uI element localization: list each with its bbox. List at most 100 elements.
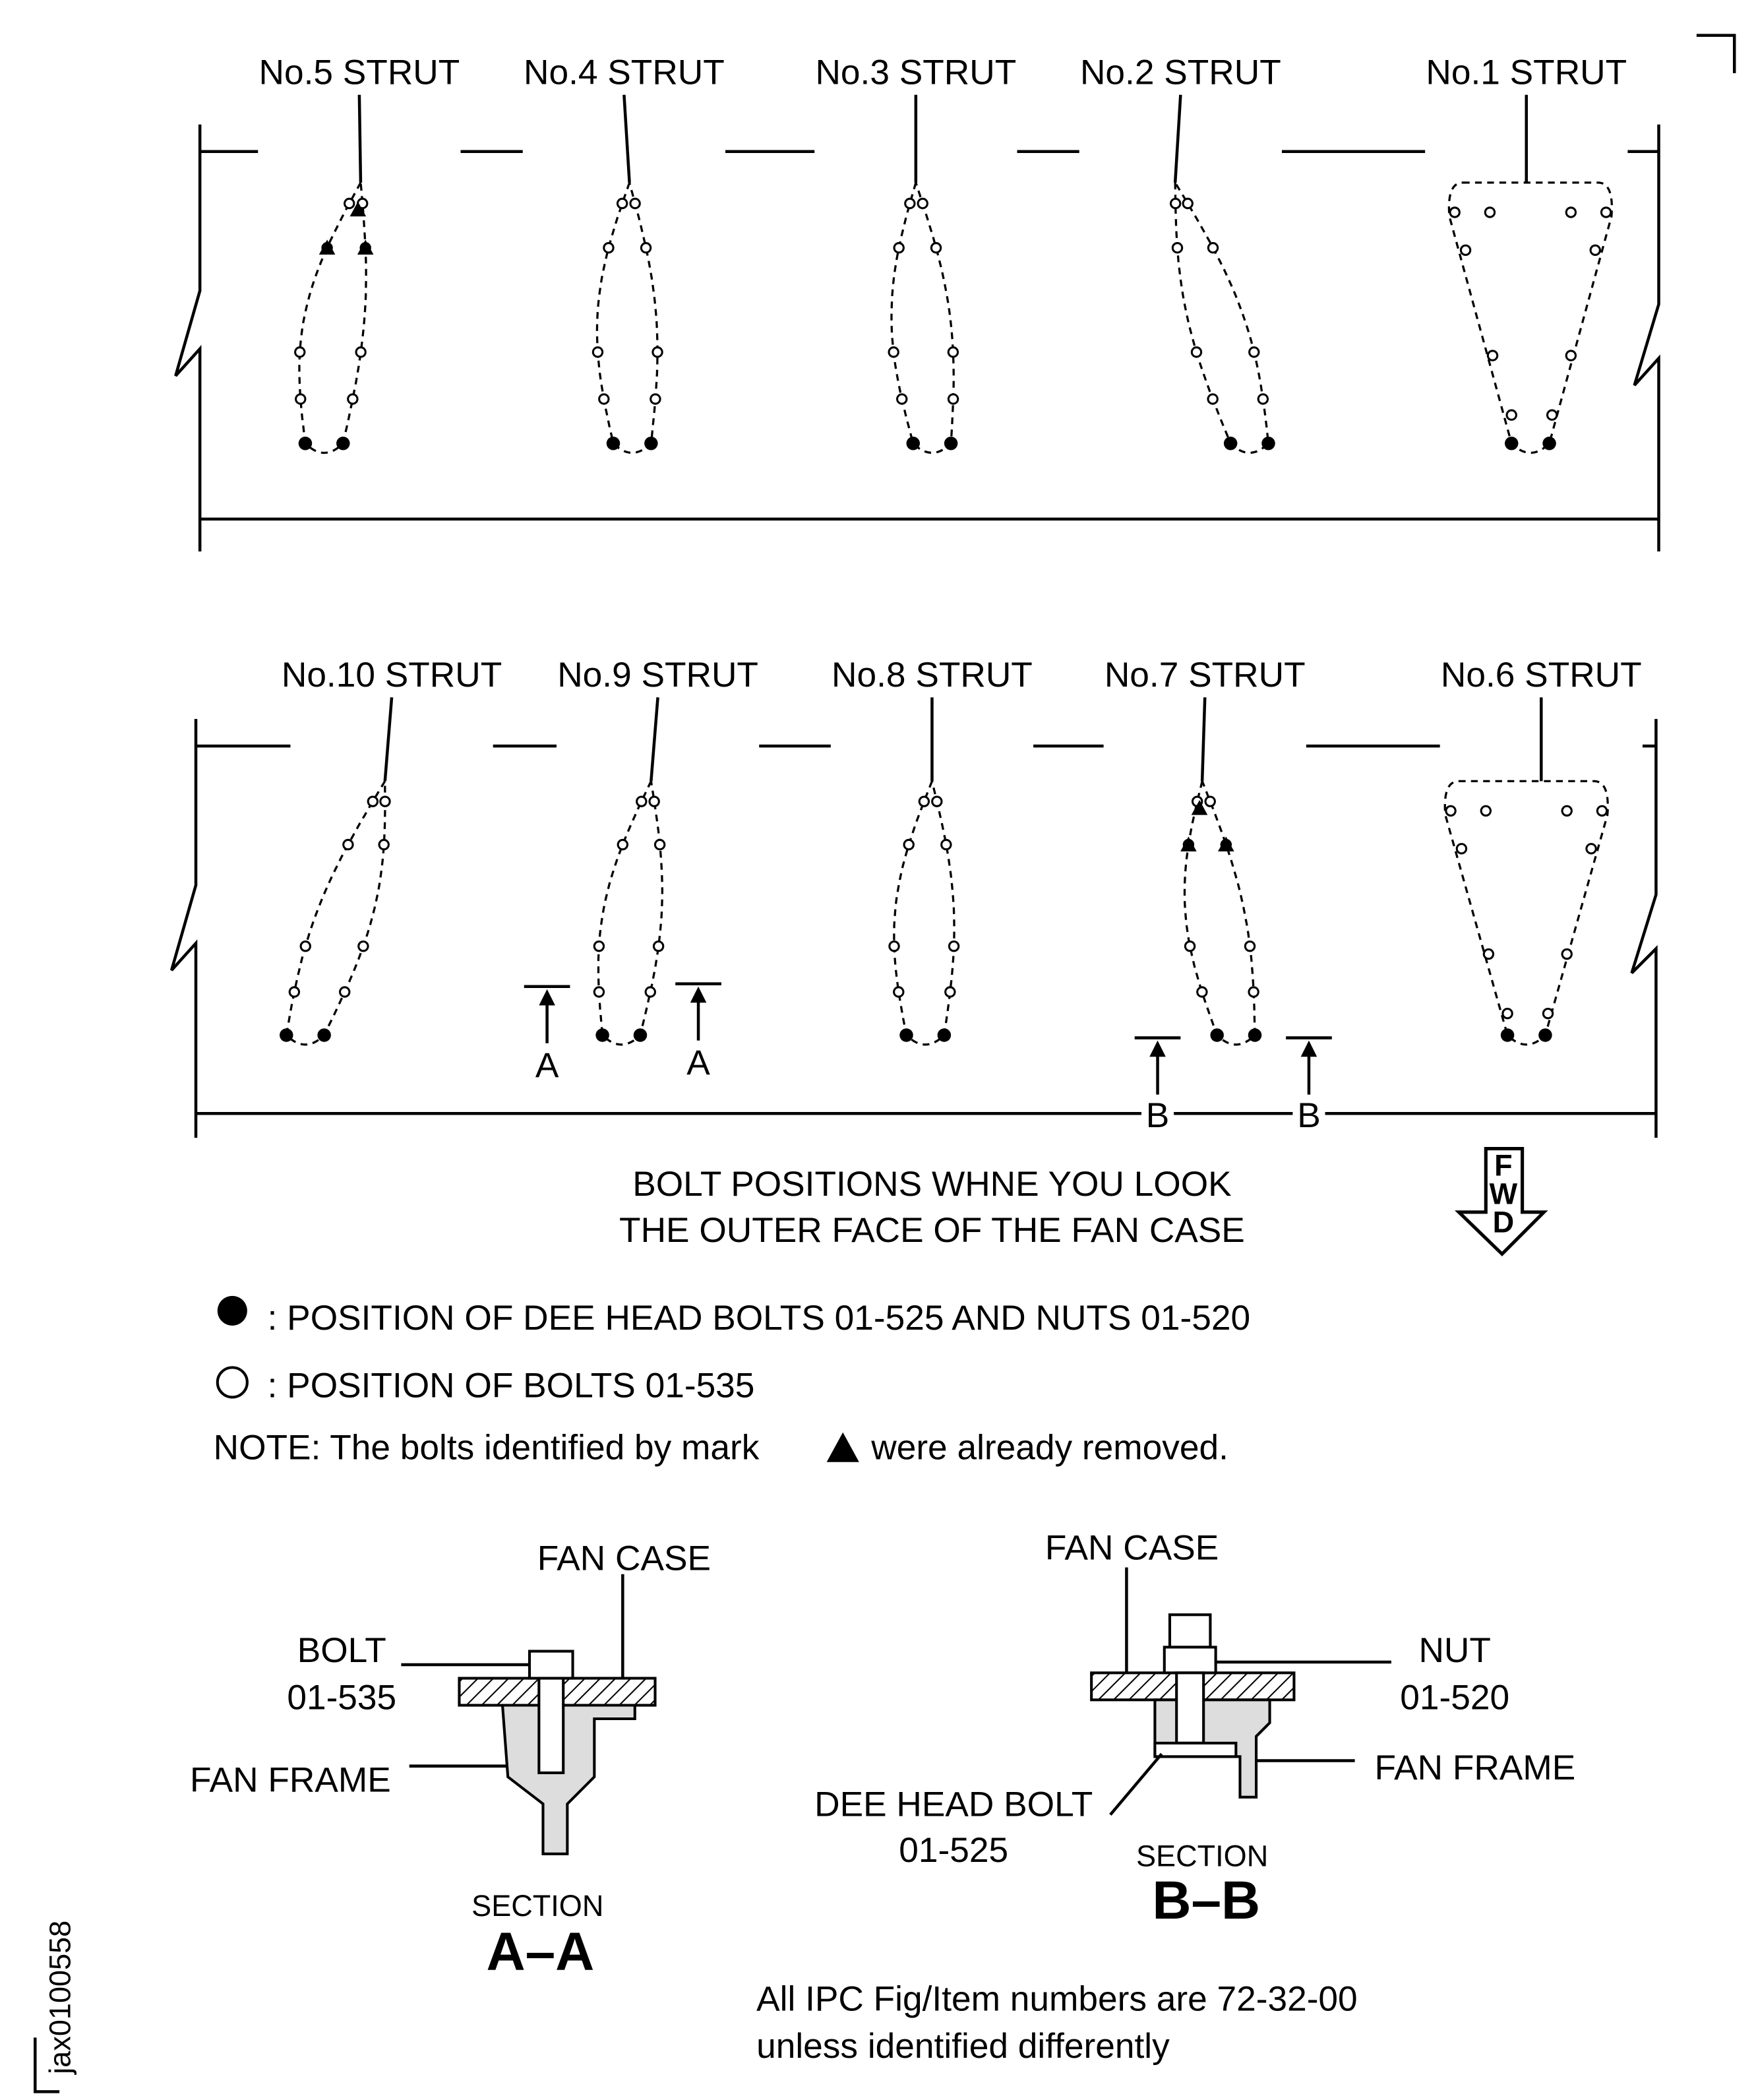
filled-circle-icon — [217, 1295, 247, 1326]
open-bolt-icon — [299, 940, 311, 952]
open-bolt-icon — [893, 986, 905, 998]
legend-filled: : POSITION OF DEE HEAD BOLTS 01-525 AND … — [268, 1299, 1250, 1338]
svg-text:W: W — [1490, 1177, 1518, 1211]
open-circle-icon — [216, 1366, 249, 1399]
section-mark-a-right: A — [675, 982, 721, 1082]
open-bolt-icon — [904, 197, 916, 210]
open-bolt-icon — [598, 393, 610, 405]
strut-label: No.8 STRUT — [832, 656, 1033, 695]
open-bolt-icon — [931, 795, 943, 807]
open-bolt-icon — [1561, 948, 1573, 960]
open-bolt-icon — [1542, 1007, 1554, 1020]
open-bolt-icon — [1445, 805, 1457, 817]
svg-text:B: B — [1297, 1096, 1321, 1135]
open-bolt-icon — [288, 986, 301, 998]
filled-bolt-icon — [595, 1028, 609, 1042]
filled-bolt-icon — [280, 1028, 293, 1042]
caption-line-1: BOLT POSITIONS WHNE YOU LOOK — [632, 1165, 1231, 1204]
bb-section-label: SECTION — [1136, 1839, 1268, 1872]
open-bolt-icon — [947, 346, 959, 358]
filled-bolt-icon — [1210, 1028, 1224, 1042]
footer-line-2: unless identified differently — [756, 2027, 1170, 2066]
open-bolt-icon — [1480, 805, 1492, 817]
open-bolt-icon — [917, 197, 928, 210]
strut-label: No.2 STRUT — [1080, 53, 1281, 92]
note-suffix: were already removed. — [870, 1429, 1228, 1467]
bottom-row-frame — [169, 719, 1658, 1138]
section-aa-drawing — [401, 1574, 657, 1855]
strut-label: No.7 STRUT — [1105, 656, 1306, 695]
svg-text:F: F — [1494, 1149, 1513, 1183]
open-bolt-icon — [940, 838, 952, 851]
svg-text:D: D — [1493, 1206, 1515, 1239]
bb-nut-label: NUT — [1418, 1631, 1490, 1670]
section-mark-a-left: A — [524, 985, 570, 1085]
open-bolt-icon — [1196, 986, 1208, 998]
open-bolt-icon — [653, 838, 666, 851]
open-bolt-icon — [342, 838, 354, 851]
filled-bolt-icon — [1500, 1028, 1515, 1042]
removed-bolt-triangle-icon — [318, 239, 336, 255]
filled-bolt-icon — [644, 436, 658, 450]
filled-bolt-icon — [633, 1028, 648, 1042]
strut-no-1-strut: No.1 STRUT — [1425, 53, 1628, 454]
strut-label: No.3 STRUT — [815, 53, 1016, 92]
strut-no-6-strut: No.6 STRUT — [1439, 656, 1643, 1046]
fwd-arrow-icon: F W D — [1455, 1146, 1548, 1256]
filled-bolt-icon — [1542, 436, 1556, 450]
removed-bolt-triangle-icon — [1180, 836, 1197, 851]
open-bolt-icon — [357, 940, 369, 952]
open-bolt-icon — [888, 940, 900, 952]
filled-bolt-icon — [1538, 1028, 1552, 1042]
legend-open: : POSITION OF BOLTS 01-535 — [268, 1366, 755, 1405]
open-bolt-icon — [1486, 350, 1499, 361]
footer-line-1: All IPC Fig/Item numbers are 72-32-00 — [756, 1979, 1358, 2018]
open-bolt-icon — [1596, 805, 1608, 817]
open-bolt-icon — [1169, 197, 1182, 210]
removed-bolt-triangle-icon — [349, 201, 367, 217]
aa-bolt-label: BOLT — [297, 1631, 386, 1670]
open-bolt-icon — [603, 242, 615, 254]
strut-no-7-strut: No.7 STRUT — [1103, 656, 1306, 1046]
bb-fan-frame-label: FAN FRAME — [1375, 1748, 1576, 1787]
strut-no-2-strut: No.2 STRUT — [1079, 53, 1282, 454]
open-bolt-icon — [1207, 393, 1219, 405]
open-bolt-icon — [1459, 244, 1472, 257]
open-bolt-icon — [593, 940, 605, 952]
open-bolt-icon — [1171, 242, 1184, 254]
open-bolt-icon — [344, 197, 355, 210]
strut-label: No.5 STRUT — [259, 53, 460, 92]
open-bolt-icon — [1182, 197, 1194, 210]
open-bolt-icon — [648, 795, 660, 807]
open-bolt-icon — [339, 986, 351, 998]
open-bolt-icon — [593, 986, 605, 998]
top-row-frame — [174, 124, 1660, 552]
open-bolt-icon — [640, 242, 652, 254]
open-bolt-icon — [617, 838, 629, 851]
open-bolt-icon — [1248, 346, 1260, 358]
open-bolt-icon — [948, 940, 960, 952]
aa-bolt-number: 01-535 — [287, 1679, 396, 1717]
strut-no-10-strut: No.10 STRUT — [280, 656, 502, 1046]
open-bolt-icon — [947, 393, 959, 405]
open-bolt-icon — [1484, 206, 1496, 218]
open-bolt-icon — [616, 197, 628, 210]
open-bolt-icon — [1565, 350, 1577, 361]
open-bolt-icon — [918, 795, 930, 807]
strut-label: No.4 STRUT — [524, 53, 725, 92]
open-bolt-icon — [650, 393, 661, 405]
corner-mark — [34, 2037, 60, 2093]
strut-no-3-strut: No.3 STRUT — [814, 53, 1017, 454]
strut-label: No.10 STRUT — [282, 656, 502, 695]
removed-bolt-triangle-icon — [1191, 800, 1208, 815]
open-bolt-icon — [1449, 206, 1461, 218]
open-bolt-icon — [893, 242, 905, 254]
open-bolt-icon — [944, 986, 956, 998]
bb-fan-case-label: FAN CASE — [1045, 1528, 1219, 1567]
removed-bolt-triangle-icon — [1218, 836, 1234, 851]
aa-fan-frame-label: FAN FRAME — [190, 1761, 391, 1800]
aa-fan-case-label: FAN CASE — [537, 1539, 711, 1578]
open-bolt-icon — [355, 346, 367, 358]
filled-bolt-icon — [336, 436, 350, 450]
